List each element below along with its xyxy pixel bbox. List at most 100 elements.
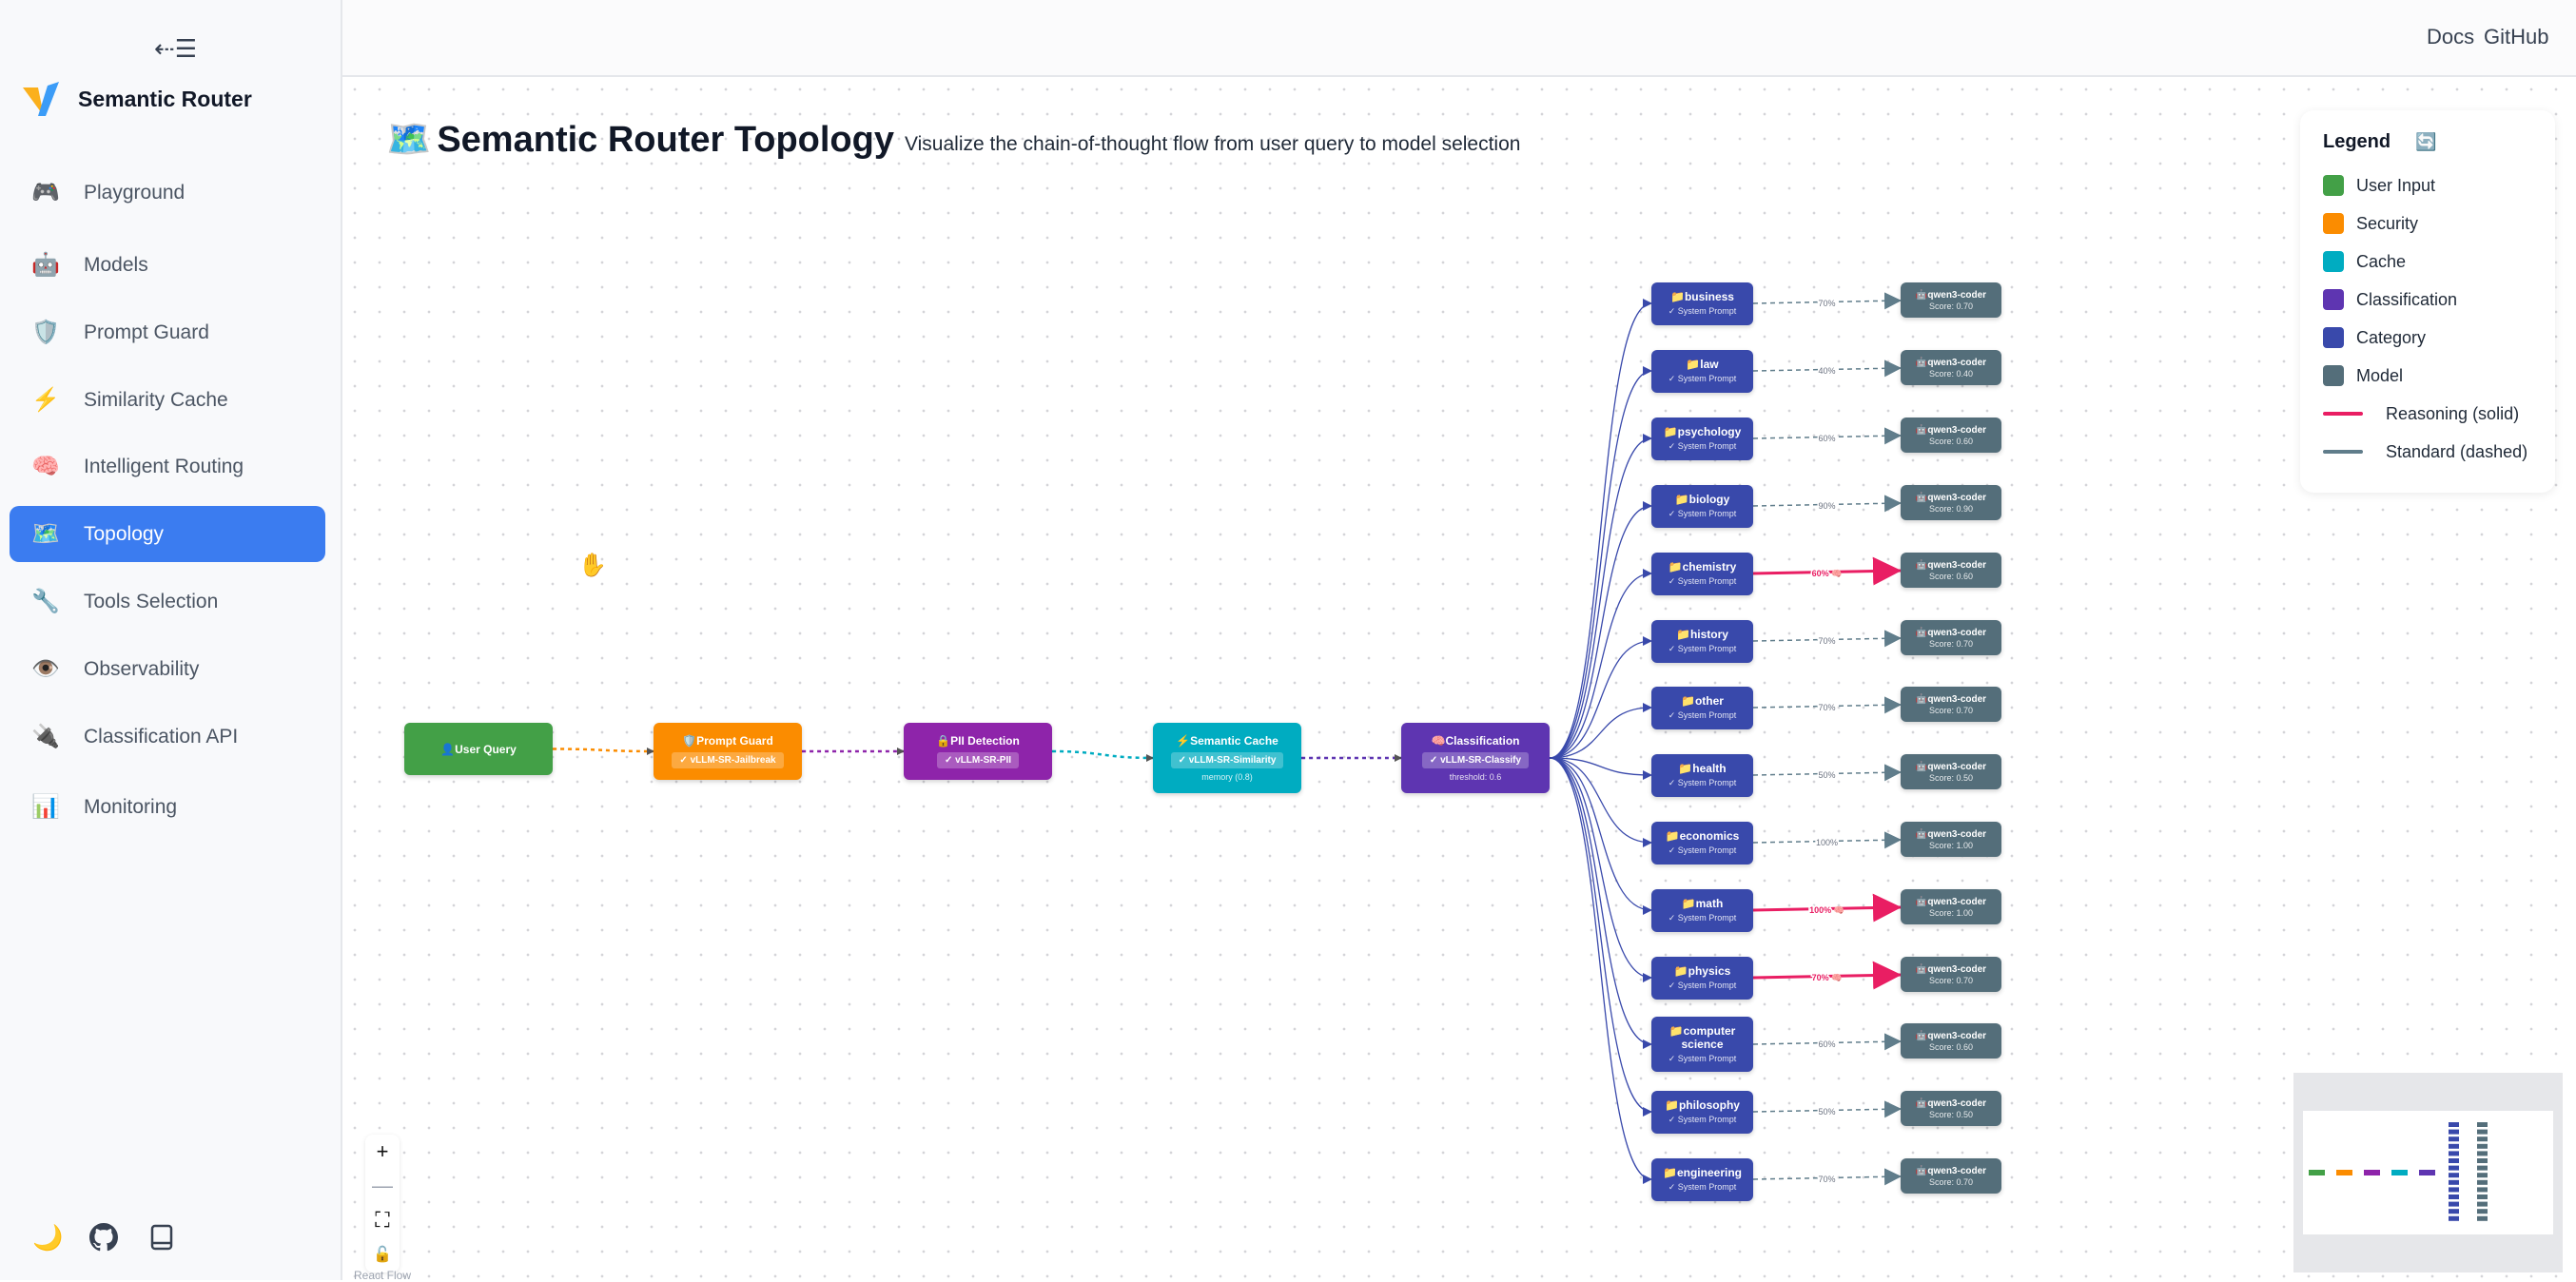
category-node-biology[interactable]: 📁biology✓ System Prompt [1651,484,1753,528]
category-node-chemistry[interactable]: 📁chemistry ✓ System Prompt [1651,552,1753,595]
robot-icon: 🤖 [1915,1097,1928,1109]
collapse-sidebar-icon[interactable]: ⇠☰ [154,34,198,63]
legend-label: Security [2356,213,2419,233]
refresh-icon[interactable]: 🔄 [2415,132,2437,151]
category-node-law[interactable]: 📁law✓ System Prompt [1651,349,1753,393]
system-prompt-label: ✓ System Prompt [1668,306,1737,316]
zoom-in-button[interactable]: + [376,1139,389,1163]
minimap-node [2449,1195,2459,1199]
nav-icon: 🎮 [31,180,60,205]
category-node-health[interactable]: 📁health✓ System Prompt [1651,753,1753,797]
model-name: 🤖qwen3-coder [1915,1165,1987,1176]
docs-link[interactable]: Docs [2427,25,2475,49]
legend-label: User Input [2356,175,2436,195]
category-node-history[interactable]: 📁history✓ System Prompt [1651,619,1753,663]
sidebar-item-similarity-cache[interactable]: ⚡Similarity Cache [10,372,325,428]
zoom-out-button[interactable]: — [372,1174,393,1197]
sidebar-item-topology[interactable]: 🗺️Topology [10,506,325,562]
hand-cursor-icon: ✋ [578,553,607,578]
legend-label: Standard (dashed) [2386,441,2528,461]
legend-label: Category [2356,327,2427,347]
model-score: Score: 0.70 [1928,301,1974,311]
pipeline-node-prompt-guard[interactable]: 🛡️Prompt Guard✓ vLLM-SR-Jailbreak [654,723,802,780]
category-name: 📁math [1681,897,1724,910]
legend-line-item: Reasoning (solid) [2323,395,2532,433]
model-name: 🤖qwen3-coder [1915,896,1987,907]
minimap-node [2477,1122,2488,1127]
legend-swatch [2323,213,2344,234]
flow-controls: + — ⛶ 🔓 [365,1135,400,1272]
pipeline-node-pii-detection[interactable]: 🔒PII Detection✓ vLLM-SR-PII [904,723,1052,780]
github-link[interactable]: GitHub [2484,25,2549,49]
sidebar-item-prompt-guard[interactable]: 🛡️Prompt Guard [10,304,325,360]
category-node-engineering[interactable]: 📁engineering✓ System Prompt [1651,1157,1753,1201]
robot-icon: 🤖 [1915,761,1928,772]
category-name: 📁health [1678,762,1727,775]
minimap[interactable] [2293,1073,2563,1272]
minimap-node [2309,1170,2325,1175]
sidebar-item-models[interactable]: 🤖Models [10,237,325,293]
category-node-physics[interactable]: 📁physics✓ System Prompt [1651,956,1753,1000]
fit-view-button[interactable]: ⛶ [375,1208,390,1232]
sidebar-item-monitoring[interactable]: 📊Monitoring [10,779,325,835]
category-node-philosophy[interactable]: 📁philosophy✓ System Prompt [1651,1090,1753,1134]
category-name: 📁chemistry [1668,560,1737,573]
moon-icon[interactable]: 🌙 [32,1223,64,1252]
sidebar-item-observability[interactable]: 👁️Observability [10,641,325,697]
model-score: Score: 0.70 [1928,1176,1974,1187]
sidebar-item-label: Similarity Cache [84,388,228,411]
github-icon[interactable] [89,1223,118,1258]
flow-canvas[interactable] [342,77,2576,1280]
category-node-business[interactable]: 📁business✓ System Prompt [1651,282,1753,325]
category-node-economics[interactable]: 📁economics✓ System Prompt [1651,821,1753,864]
folder-icon: 📁 [1665,1098,1679,1112]
legend-item: User Input [2323,166,2532,204]
book-icon[interactable] [148,1223,175,1258]
minimap-node [2449,1187,2459,1193]
model-score: Score: 0.60 [1928,1041,1974,1052]
sidebar-item-intelligent-routing[interactable]: 🧠 Intelligent Routing [10,438,325,495]
semantic-router-logo [23,82,59,116]
legend-line-item: Standard (dashed) [2323,433,2532,471]
category-node-math[interactable]: 📁math✓ System Prompt [1651,888,1753,932]
category-node-computer-science[interactable]: 📁computer science✓ System Prompt [1651,1017,1753,1072]
category-node-psychology[interactable]: 📁psychology✓ System Prompt [1651,417,1753,460]
legend-swatch [2323,365,2344,386]
brand-name: Semantic Router [78,86,252,111]
system-prompt-label: ✓ System Prompt [1668,576,1737,586]
nav-icon: 🧠 [31,454,60,479]
sidebar-item-label: Intelligent Routing [84,455,244,477]
lock-icon[interactable]: 🔓 [373,1247,392,1263]
sidebar-item-playground[interactable]: 🎮Playground [10,165,325,221]
sidebar-item-classification-api[interactable]: 🔌Classification API [10,709,325,765]
react-flow-attribution[interactable]: React Flow [354,1269,412,1282]
nav-icon: 🤖 [31,252,60,278]
pipeline-node-user-query[interactable]: 👤User Query [404,723,553,775]
category-name: 📁biology [1674,493,1730,506]
system-prompt-label: ✓ System Prompt [1668,1115,1737,1124]
node-title: 🛡️Prompt Guard [682,734,773,748]
system-prompt-label: ✓ System Prompt [1668,644,1737,653]
legend-item: Security [2323,204,2532,243]
sidebar-item-tools-selection[interactable]: 🔧Tools Selection [10,573,325,630]
robot-icon: 🤖 [1915,424,1928,436]
category-name: 📁other [1681,694,1724,708]
brand[interactable]: Semantic Router [23,82,252,116]
category-node-other[interactable]: 📁other✓ System Prompt [1651,686,1753,729]
